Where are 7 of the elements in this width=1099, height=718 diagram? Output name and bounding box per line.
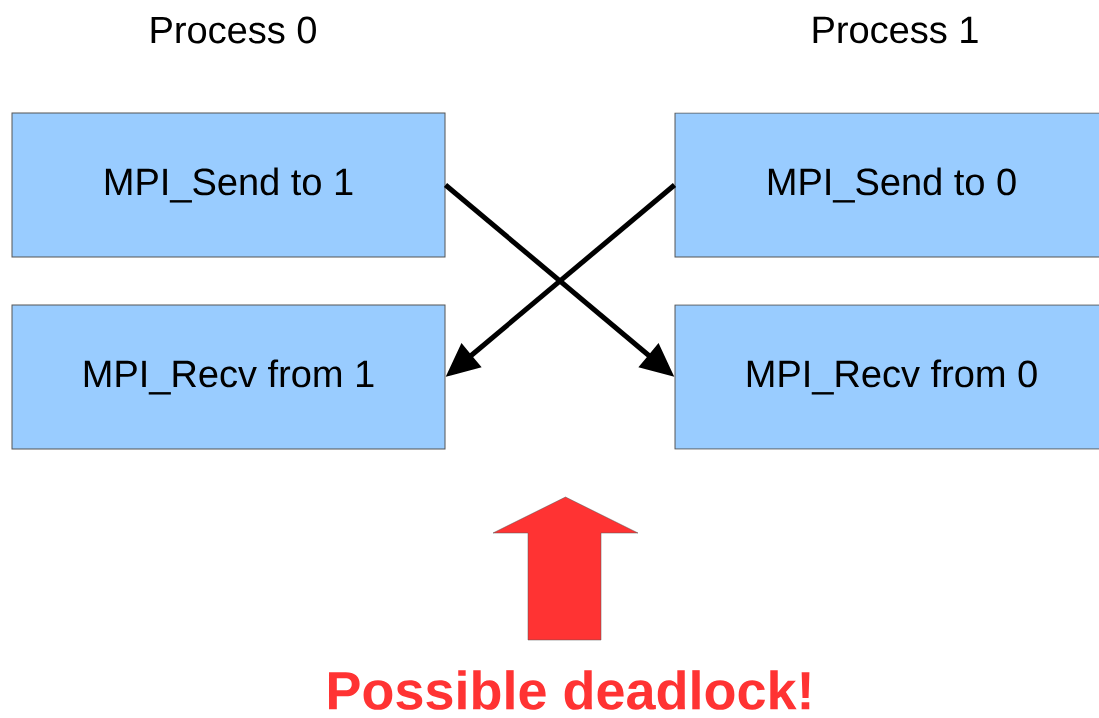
process-box: MPI_Send to 0 xyxy=(674,112,1099,258)
heading: Process 0 xyxy=(151,16,316,44)
process-box: MPI_Recv from 0 xyxy=(674,304,1099,450)
process-box: MPI_Recv from 1 xyxy=(11,304,446,450)
heading: Process 1 xyxy=(813,16,978,44)
process-box: MPI_Send to 1 xyxy=(11,112,446,258)
warning-text: Possible deadlock! xyxy=(329,670,810,710)
